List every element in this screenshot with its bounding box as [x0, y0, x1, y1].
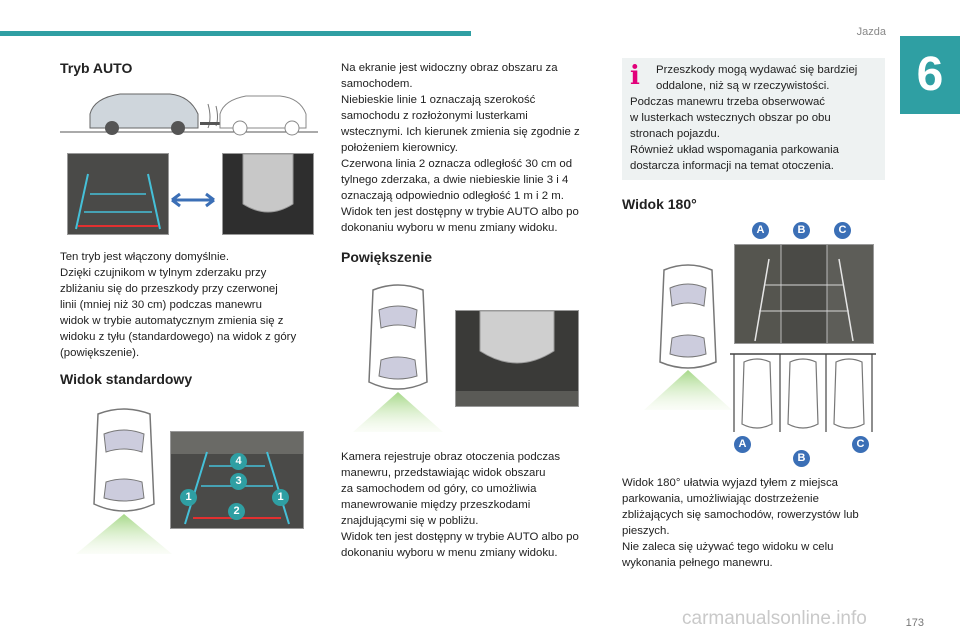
- callout-badge-a-bottom: A: [734, 436, 751, 453]
- callout-badge-b-bottom: B: [793, 450, 810, 467]
- car-approach-illustration: [60, 84, 318, 136]
- car-top-zoom-illustration: [343, 282, 453, 432]
- rear-camera-image: [67, 153, 169, 235]
- standard-view-description: Na ekranie jest widoczny obraz obszaru z…: [341, 62, 580, 234]
- callout-badge-b-top: B: [793, 222, 810, 239]
- callout-badge-1-left: 1: [180, 489, 197, 506]
- view-switch-arrow-icon: [168, 190, 218, 210]
- callout-badge-1-right: 1: [272, 489, 289, 506]
- callout-badge-3: 3: [230, 473, 247, 490]
- parking-spaces-diagram: [730, 352, 876, 434]
- section-title: Jazda: [856, 26, 886, 38]
- car-top-180-illustration: [638, 262, 738, 410]
- heading-widok-180: Widok 180°: [622, 196, 697, 212]
- callout-badge-c-top: C: [834, 222, 851, 239]
- tryb-auto-paragraph: Ten tryb jest włączony domyślnie.Dzięki …: [60, 251, 297, 359]
- car-top-illustration: [62, 404, 192, 554]
- page-number: 173: [905, 617, 924, 629]
- wide-180-view-image: [734, 244, 874, 344]
- top-view-image: [222, 153, 314, 235]
- widok-180-description: Widok 180° ułatwia wyjazd tyłem z miejsc…: [622, 477, 859, 569]
- zoom-description: Kamera rejestruje obraz otoczenia podcza…: [341, 451, 579, 559]
- callout-badge-2: 2: [228, 503, 245, 520]
- callout-badge-c-bottom: C: [852, 436, 869, 453]
- info-note-box: [622, 58, 885, 180]
- info-icon: i: [630, 61, 640, 91]
- heading-powiekszenie: Powiększenie: [341, 249, 433, 265]
- header-accent-bar: [0, 31, 471, 36]
- chapter-number: 6: [900, 36, 960, 114]
- heading-widok-standardowy: Widok standardowy: [60, 371, 193, 387]
- watermark-text: carmanualsonline.info: [682, 608, 867, 629]
- zoom-view-image: [455, 310, 579, 407]
- callout-badge-4: 4: [230, 453, 247, 470]
- heading-tryb-auto: Tryb AUTO: [60, 60, 133, 76]
- callout-badge-a-top: A: [752, 222, 769, 239]
